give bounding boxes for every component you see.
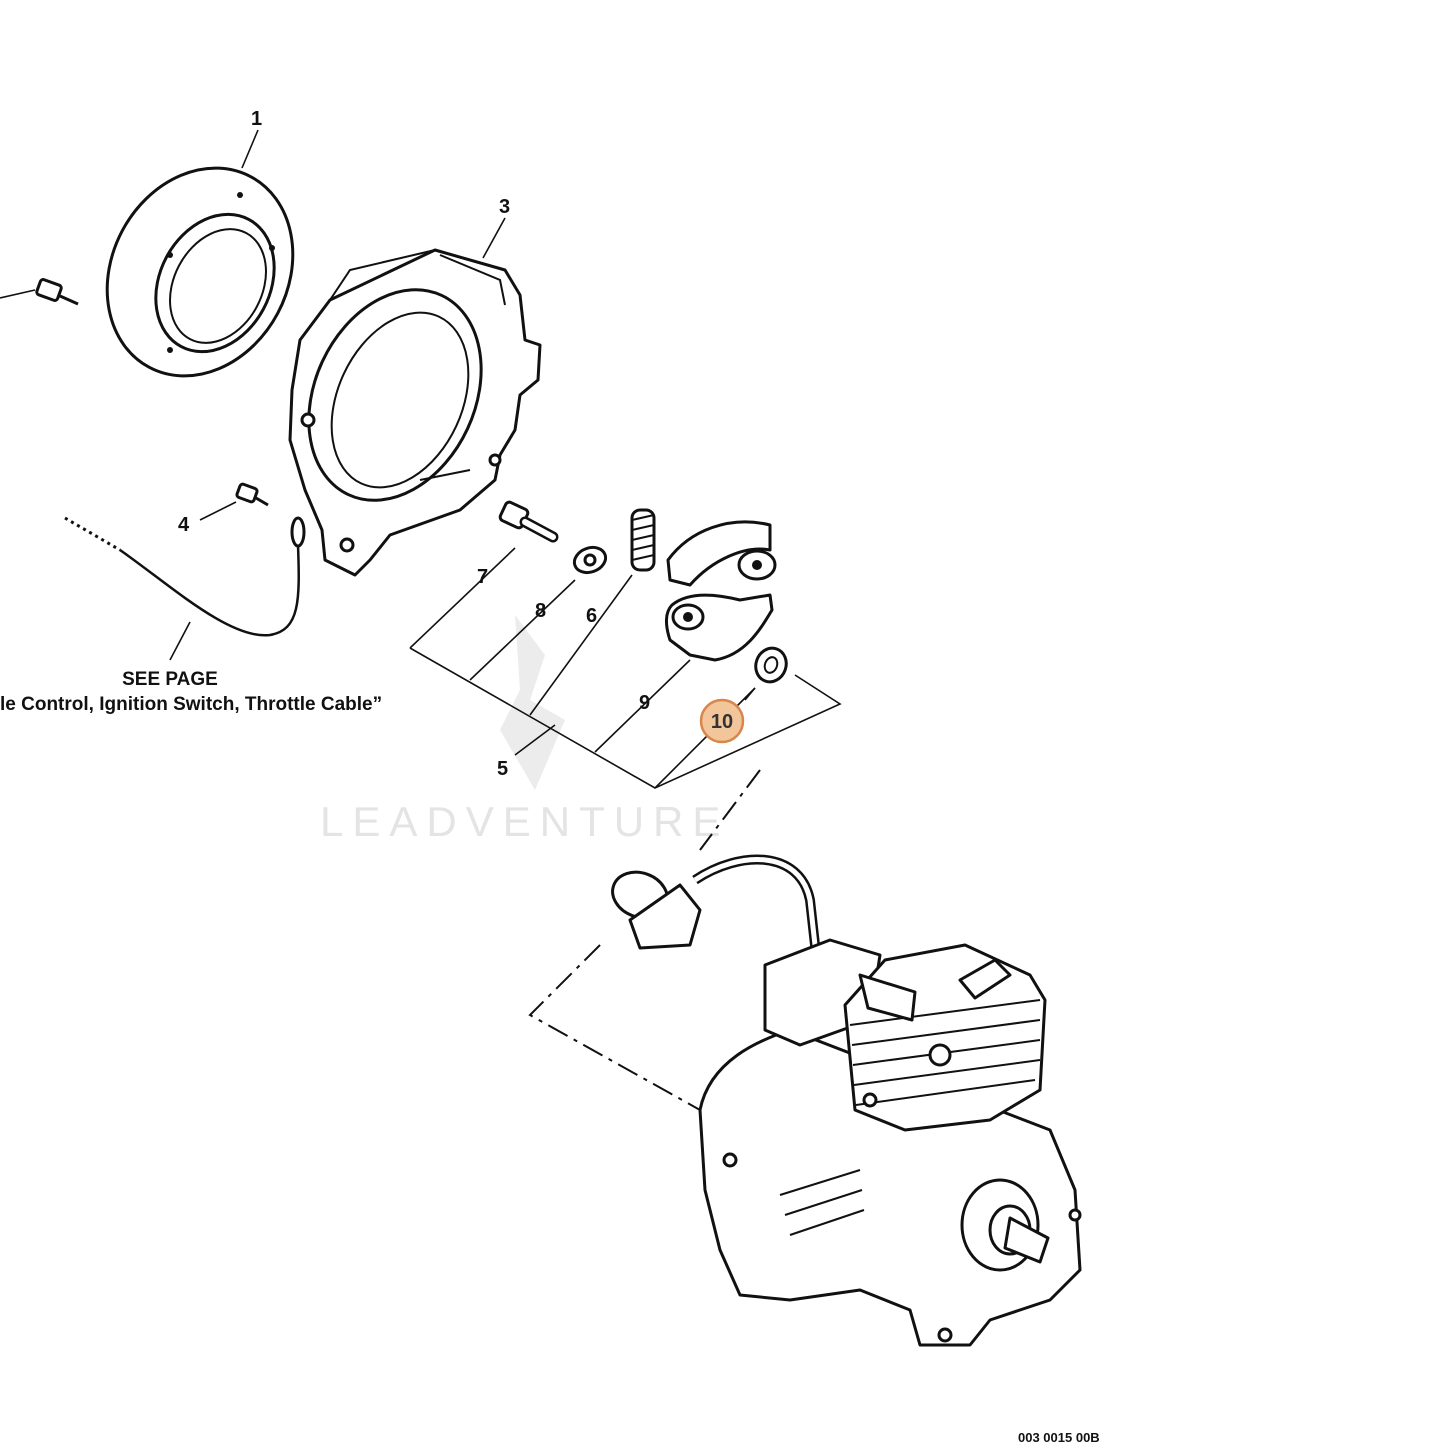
callout-7[interactable]: 7: [477, 566, 488, 588]
part-1-ring[interactable]: [72, 135, 329, 408]
see-page-link[interactable]: le Control, Ignition Switch, Throttle Ca…: [0, 694, 382, 715]
watermark-text: LEADVENTURE: [320, 798, 729, 845]
callout-leaders: [241, 129, 756, 701]
engine-assembly[interactable]: [606, 854, 1082, 1347]
callout-9[interactable]: 9: [639, 692, 650, 714]
part-8-washer[interactable]: [571, 543, 609, 576]
callout-8[interactable]: 8: [535, 600, 546, 622]
part-9-clutch-carrier[interactable]: [665, 593, 774, 662]
callout-5[interactable]: 5: [497, 758, 508, 780]
part-6-spring[interactable]: [630, 508, 656, 572]
callout-3[interactable]: 3: [499, 196, 510, 218]
part-3-housing[interactable]: [276, 248, 542, 577]
part-4-screw[interactable]: [199, 482, 269, 521]
callout-10-highlight[interactable]: 10: [699, 698, 745, 744]
callout-6[interactable]: 6: [586, 605, 597, 627]
callout-4[interactable]: 4: [178, 514, 190, 536]
part-7-bolt[interactable]: [498, 500, 559, 543]
callout-10[interactable]: 10: [711, 711, 733, 733]
diagram-code: 003 0015 00B: [1018, 1430, 1100, 1445]
part-10-washer[interactable]: [751, 644, 791, 686]
ignition-wire: [64, 516, 306, 661]
callout-1[interactable]: 1: [251, 108, 262, 130]
alignment-line: [528, 944, 701, 1111]
group-bracket-5: [409, 547, 842, 851]
screw-upper-left[interactable]: [0, 278, 79, 306]
watermark: LEADVENTURE: [320, 615, 729, 845]
clutch-shoe-upper[interactable]: [666, 520, 777, 587]
see-page-title: SEE PAGE: [122, 669, 218, 690]
